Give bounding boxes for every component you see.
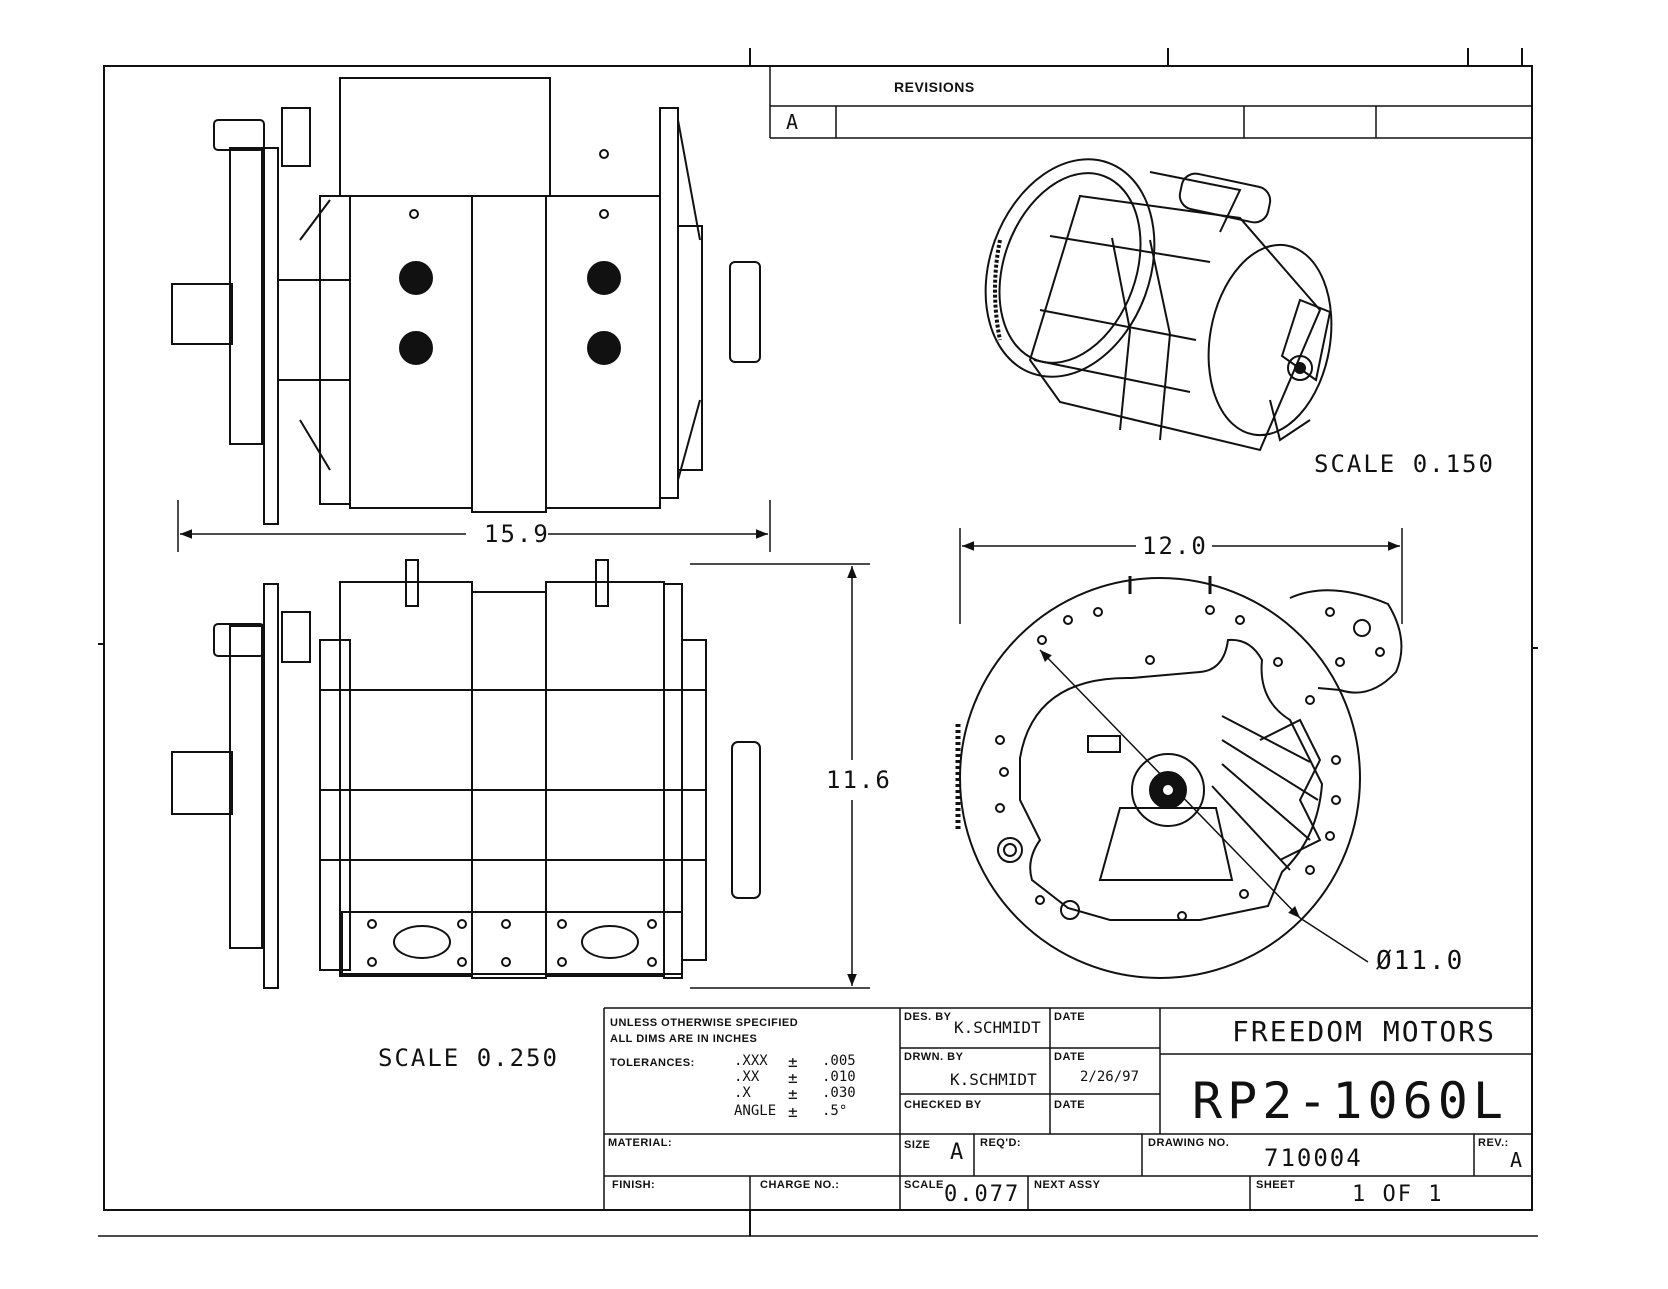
dimension-lines-right xyxy=(959,528,1403,963)
rev-label: REV.: xyxy=(1478,1137,1509,1149)
tolerance-plusminus: ± xyxy=(788,1068,798,1087)
charge-no-label: CHARGE NO.: xyxy=(760,1179,840,1191)
date-label: DATE xyxy=(1054,1099,1086,1111)
sheet-size: A xyxy=(950,1140,964,1165)
tolerance-plusminus: ± xyxy=(788,1084,798,1103)
isometric-view xyxy=(984,158,1333,452)
tolerance-plusminus: ± xyxy=(788,1052,798,1071)
revision-value: A xyxy=(1510,1148,1523,1172)
drawing-number: 710004 xyxy=(1264,1144,1363,1172)
sheet-label: SHEET xyxy=(1256,1179,1296,1191)
drawn-date: 2/26/97 xyxy=(1080,1069,1140,1085)
dimension-lines-left xyxy=(177,500,870,989)
tolerance-plusminus: ± xyxy=(788,1102,798,1121)
side-view-top xyxy=(171,77,761,525)
tolerance-value: .010 xyxy=(822,1069,856,1085)
diameter-dimension: Ø11.0 xyxy=(1376,946,1465,976)
main-scale-label: SCALE 0.250 xyxy=(378,1044,559,1072)
revision-letter: A xyxy=(786,110,799,134)
date-label: DATE xyxy=(1054,1051,1086,1063)
sheet-count: 1 OF 1 xyxy=(1352,1182,1444,1207)
material-label: MATERIAL: xyxy=(608,1137,673,1149)
tolerance-format: .XXX xyxy=(734,1053,768,1069)
side-view-bottom xyxy=(171,559,761,989)
scale-label: SCALE xyxy=(904,1179,944,1191)
drwn-by-label: DRWN. BY xyxy=(904,1051,964,1063)
designer-name: K.SCHMIDT xyxy=(954,1018,1041,1037)
checked-by-label: CHECKED BY xyxy=(904,1099,982,1111)
sheet-border xyxy=(98,48,1538,1237)
size-label: SIZE xyxy=(904,1139,931,1151)
reqd-label: REQ'D: xyxy=(980,1137,1022,1149)
front-view xyxy=(955,576,1403,979)
general-note-2: ALL DIMS ARE IN INCHES xyxy=(610,1033,758,1045)
title-block-grid xyxy=(603,1007,1532,1210)
drawing-no-label: DRAWING NO. xyxy=(1148,1137,1230,1149)
company-name: FREEDOM MOTORS xyxy=(1232,1015,1497,1048)
revisions-title: REVISIONS xyxy=(894,79,975,95)
width-dimension: 15.9 xyxy=(484,520,550,548)
des-by-label: DES. BY xyxy=(904,1011,952,1023)
part-number: RP2-1060L xyxy=(1192,1072,1508,1130)
tolerance-format: ANGLE xyxy=(734,1103,777,1119)
date-label: DATE xyxy=(1054,1011,1086,1023)
drafter-name: K.SCHMIDT xyxy=(950,1070,1037,1089)
tolerances-label: TOLERANCES: xyxy=(610,1057,695,1069)
height-dimension: 11.6 xyxy=(826,766,892,794)
tolerance-format: .XX xyxy=(734,1069,760,1085)
revisions-block xyxy=(769,66,1532,139)
tolerance-value: .5° xyxy=(822,1103,848,1119)
tolerance-format: .X xyxy=(734,1085,751,1101)
finish-label: FINISH: xyxy=(612,1179,656,1191)
tolerance-value: .030 xyxy=(822,1085,856,1101)
next-assy-label: NEXT ASSY xyxy=(1034,1179,1101,1191)
sheet-scale: 0.077 xyxy=(944,1182,1021,1207)
face-width-dimension: 12.0 xyxy=(1142,532,1208,560)
general-note-1: UNLESS OTHERWISE SPECIFIED xyxy=(610,1017,799,1029)
tolerance-value: .005 xyxy=(822,1053,856,1069)
iso-scale-label: SCALE 0.150 xyxy=(1314,450,1495,478)
